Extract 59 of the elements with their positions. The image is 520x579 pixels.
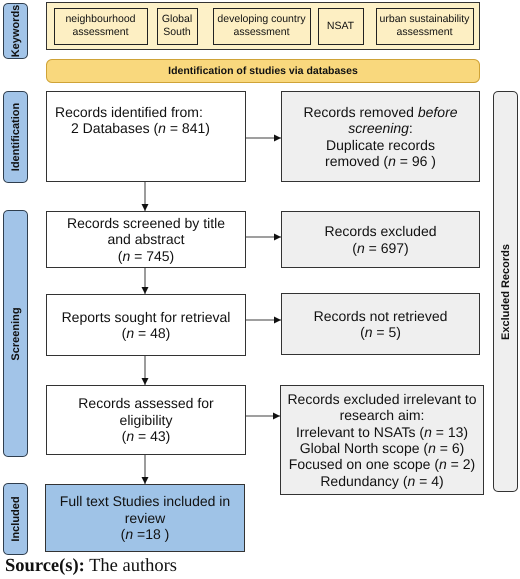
box-text: Records identified from: [55, 104, 203, 120]
stage-label: Identification [9, 102, 22, 172]
box-text: (n = 745) [118, 248, 174, 264]
box-text: Records excluded irrelevant to research aim: [286, 390, 478, 424]
arrow [246, 412, 280, 420]
stage-label: Screening [9, 306, 22, 360]
keyword-text: developing country assessment [216, 13, 307, 39]
keyword-box [212, 8, 310, 44]
arrow [141, 356, 149, 385]
box-text: Duplicate records removed (n = 96 ) [324, 136, 437, 170]
process-box [46, 91, 246, 182]
box-text: Global North scope (n = 6) [300, 440, 464, 456]
exclusion-box [281, 211, 480, 268]
side-label: Excluded Records [499, 244, 512, 340]
box-text: Redundancy (n = 4) [320, 472, 444, 490]
keyword-panel [46, 2, 480, 50]
keyword-text: Global South [160, 13, 194, 39]
exclusion-box [281, 293, 480, 355]
box-text: 2 Databases (n = 841) [70, 120, 210, 137]
side-panel [493, 91, 518, 492]
box-text: Records not retrieved [314, 308, 448, 324]
box-text: (n = 697) [352, 240, 409, 256]
band-title: Identification of studies via databases [168, 65, 358, 77]
arrow [246, 316, 281, 324]
box-text: Records excluded [324, 223, 437, 240]
stage-label: Keywords [9, 4, 22, 58]
keyword-box [54, 8, 148, 44]
stage-tab [3, 483, 28, 555]
box-text: Irrelevant to NSATs (n = 13) [296, 424, 468, 440]
process-box [46, 211, 246, 268]
stage-label: Included [9, 496, 22, 542]
keyword-box [318, 8, 364, 44]
keyword-box [156, 8, 198, 44]
box-text: Focused on one scope (n = 2) [288, 456, 476, 473]
box-text: (n = 43) [122, 428, 170, 445]
arrow [141, 455, 149, 484]
arrow [246, 134, 281, 142]
arrow [141, 268, 149, 294]
stage-tab [3, 3, 28, 59]
result-box [45, 484, 245, 552]
box-text: (n = 48) [122, 325, 170, 342]
box-text: Records removed before screening: [302, 104, 459, 136]
box-text: Reports sought for retrieval [62, 308, 230, 325]
caption: Source(s): The authors [5, 556, 177, 577]
stage-tab [3, 91, 28, 183]
keyword-text: NSAT [326, 20, 354, 32]
arrow [246, 233, 281, 241]
keyword-text: neighbourhood assessment [64, 13, 137, 39]
stage-tab [3, 210, 28, 457]
arrow [141, 182, 149, 211]
section-band [46, 59, 480, 83]
process-box [46, 294, 246, 356]
exclusion-box [280, 385, 484, 495]
box-text: (n =18 ) [120, 526, 170, 543]
box-text: (n = 5) [360, 324, 401, 340]
keyword-box [376, 8, 474, 44]
exclusion-box [281, 91, 480, 182]
process-box [46, 385, 246, 455]
keyword-text: urban sustainability assessment [378, 13, 470, 39]
